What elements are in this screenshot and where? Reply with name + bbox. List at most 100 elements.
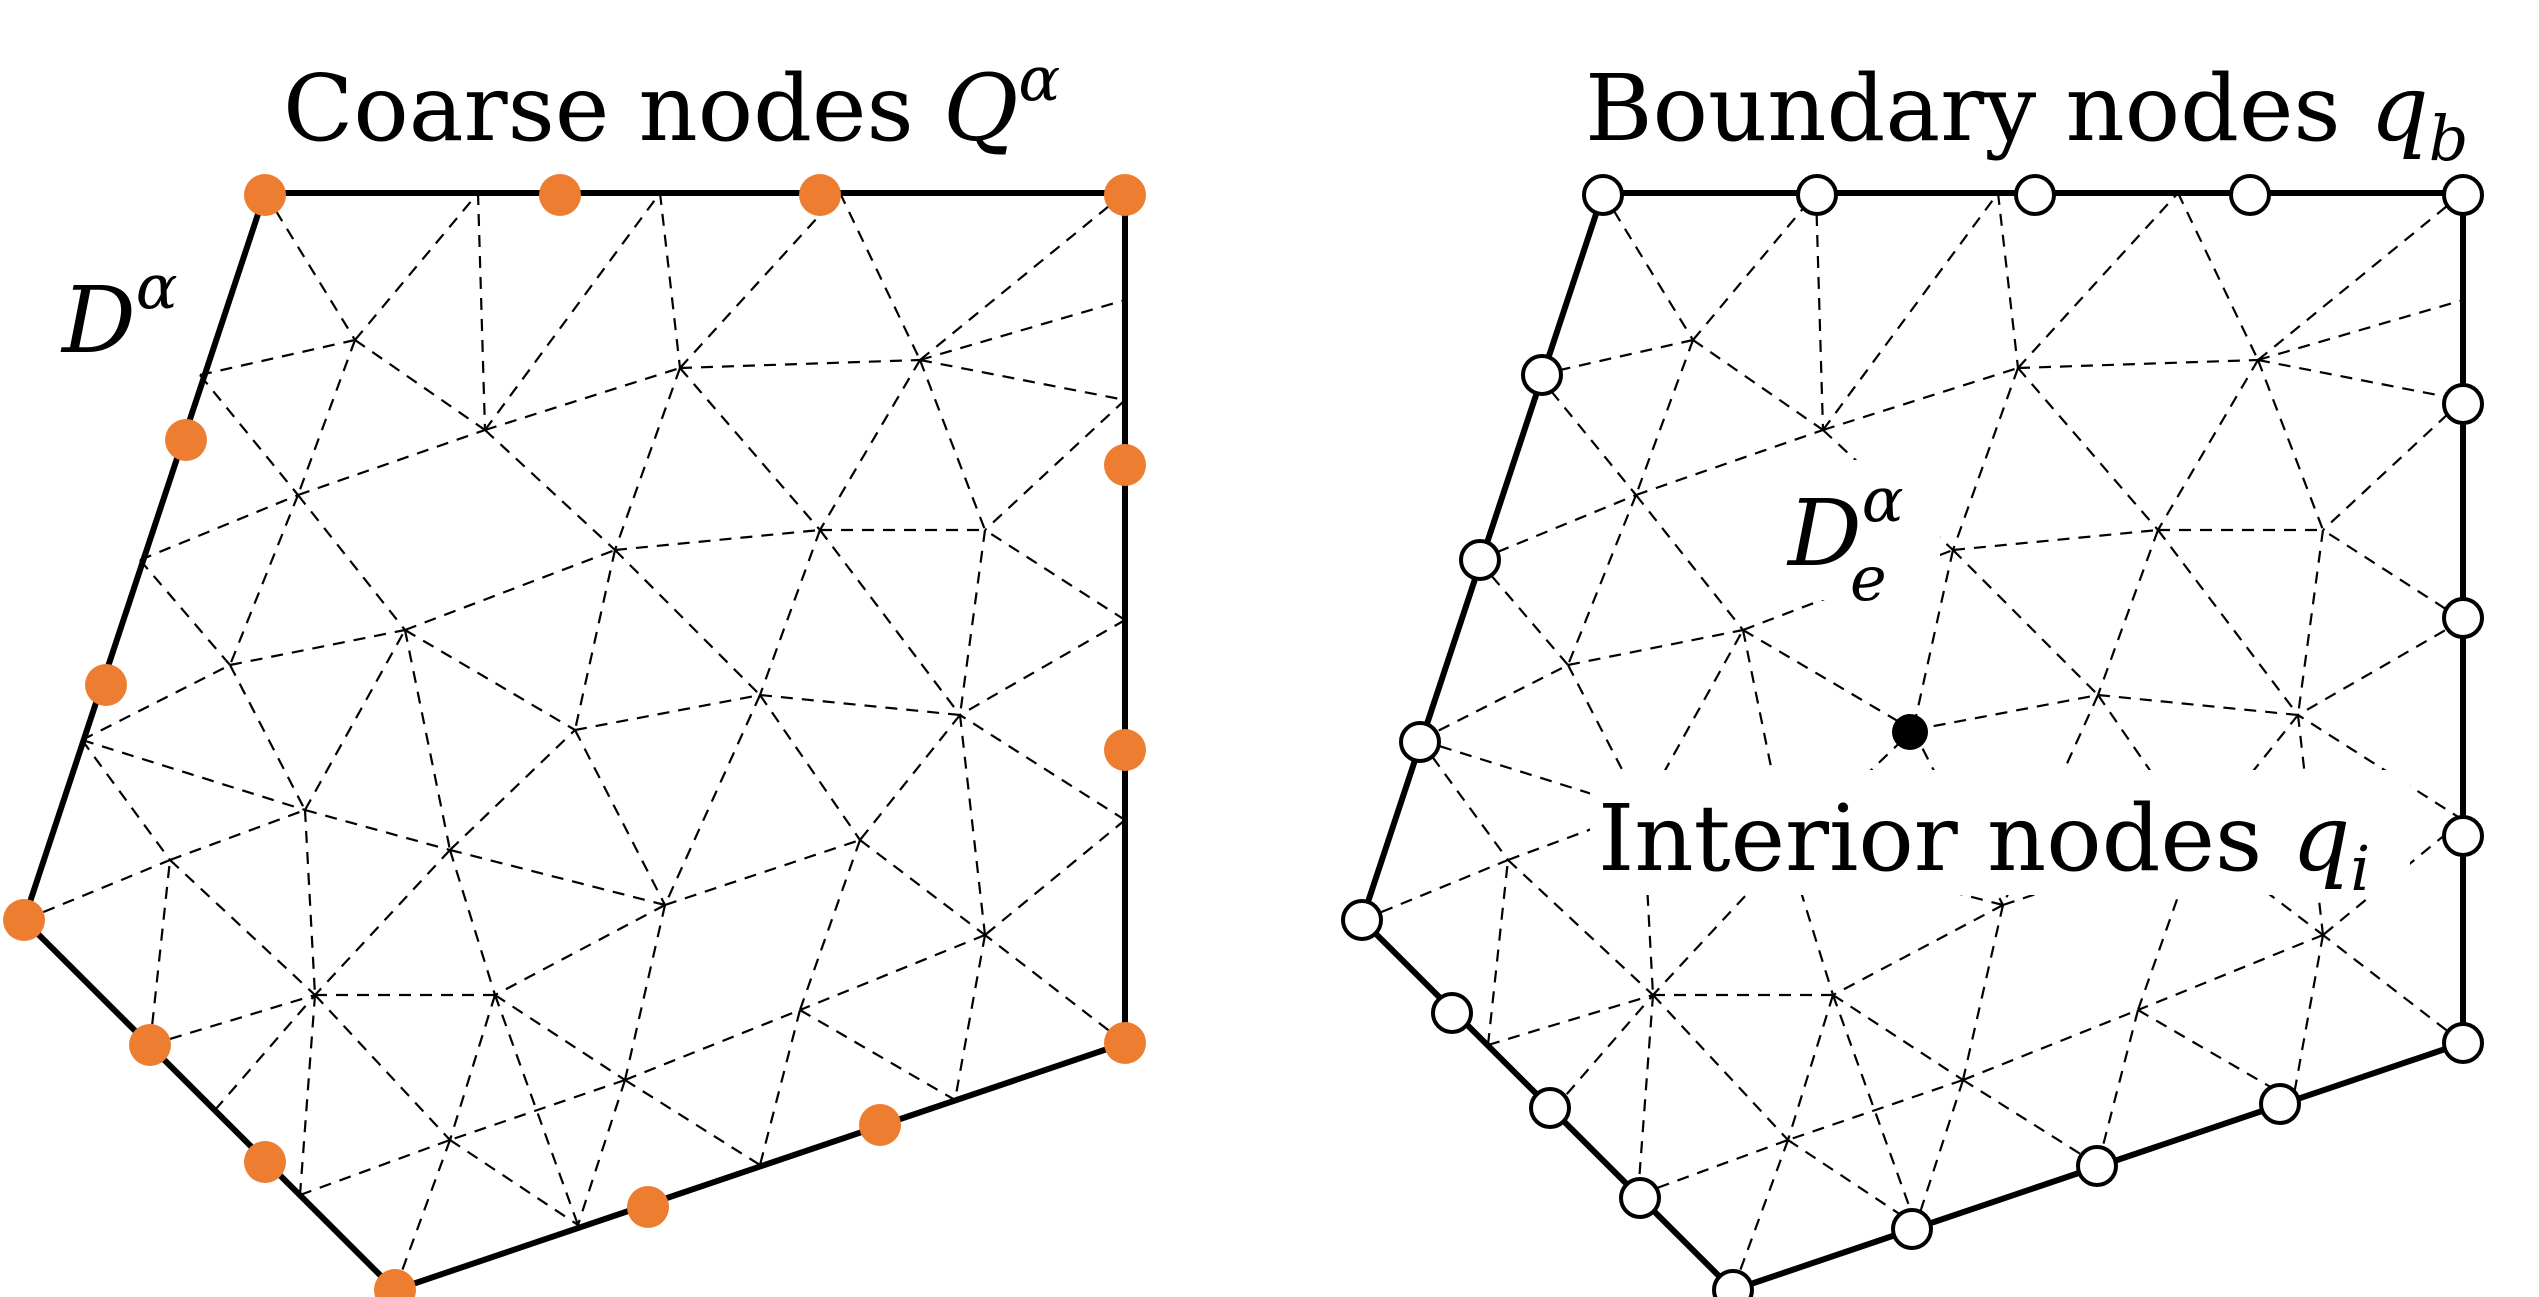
- boundary-node: [1891, 1208, 1933, 1250]
- mesh-edge: [1731, 1139, 1790, 1291]
- mesh-edge: [2096, 1009, 2140, 1166]
- interior-label: Interior nodes qi: [1598, 785, 2370, 905]
- mesh-edge: [1419, 664, 1569, 741]
- boundary-node: [2014, 174, 2056, 216]
- mesh-edge: [918, 359, 987, 531]
- mesh-edge: [228, 494, 300, 666]
- mesh-edge: [799, 933, 986, 1012]
- interior-node-marker: [1892, 714, 1928, 750]
- mesh-edge: [2257, 298, 2464, 362]
- mesh-edge: [1814, 192, 1825, 431]
- mesh-edge: [449, 848, 666, 907]
- mesh-edge: [1537, 338, 1694, 377]
- left-panel-coarse-nodes: Coarse nodes Qα Dα: [3, 42, 1146, 1297]
- mesh-edge: [2097, 693, 2299, 717]
- mesh-edge: [81, 739, 171, 861]
- mesh-edge: [1487, 993, 1654, 1047]
- mesh-edge: [759, 694, 861, 841]
- mesh-edge: [81, 664, 231, 741]
- mesh-edge: [1786, 994, 1835, 1141]
- mesh-edge: [679, 192, 841, 369]
- mesh-edge: [1635, 428, 1824, 497]
- left-title-symbol: Q: [943, 55, 1018, 162]
- mesh-edge: [304, 629, 406, 811]
- mesh-edge: [303, 809, 317, 996]
- mesh-edge: [1962, 1008, 2139, 1082]
- mesh-edge: [664, 838, 861, 907]
- boundary-node: [1341, 899, 1383, 941]
- boundary-node: [1619, 1177, 1661, 1219]
- mesh-edge: [574, 693, 761, 732]
- mesh-edge: [476, 192, 487, 431]
- mesh-edge: [484, 366, 681, 432]
- boundary-node: [2076, 1145, 2118, 1187]
- mesh-edge: [199, 374, 299, 496]
- mesh-edge: [1552, 994, 1654, 1111]
- element-label-backdrop: [1780, 460, 1940, 600]
- mesh-edge: [859, 839, 986, 936]
- mesh-edge: [758, 1009, 802, 1166]
- mesh-edge: [663, 694, 762, 906]
- mesh-edge: [2257, 358, 2464, 402]
- mesh-edge: [264, 192, 356, 341]
- coarse-node: [539, 174, 581, 216]
- coarse-node: [374, 1269, 416, 1297]
- mesh-edge: [859, 714, 961, 841]
- coarse-node: [859, 1104, 901, 1146]
- mesh-edge: [1912, 729, 2004, 906]
- mesh-edge: [1419, 739, 1509, 861]
- element-label: Dα: [1786, 463, 1904, 587]
- mesh-edge: [1952, 528, 2159, 552]
- element-superscript: α: [1862, 463, 1904, 536]
- mesh-edge: [919, 192, 1126, 361]
- left-panel-title: Coarse nodes Qα: [283, 42, 1060, 162]
- mesh-edge: [449, 729, 576, 851]
- mesh-edge: [1914, 1079, 1965, 1226]
- boundary-node: [2229, 174, 2271, 216]
- mesh-edge: [984, 529, 1126, 621]
- left-fine-mesh: [23, 192, 1126, 1291]
- boundary-node: [2442, 597, 2484, 639]
- mesh-edge: [958, 529, 987, 716]
- mesh-edge: [448, 849, 497, 996]
- mesh-edge: [1692, 192, 1817, 341]
- mesh-edge: [798, 839, 862, 1011]
- mesh-edge: [1635, 494, 1744, 631]
- mesh-edge: [1634, 339, 1695, 496]
- mesh-edge: [2296, 529, 2325, 716]
- mesh-edge: [214, 994, 316, 1111]
- mesh-edge: [304, 808, 451, 852]
- mesh-edge: [2297, 714, 2464, 821]
- mesh-edge: [819, 359, 921, 531]
- domain-superscript: α: [136, 250, 178, 323]
- mesh-edge: [1537, 374, 1637, 496]
- mesh-edge: [959, 714, 1126, 821]
- interior-label-backdrop: [1590, 770, 2410, 895]
- mesh-edge: [23, 858, 171, 922]
- mesh-edge: [229, 628, 406, 667]
- mesh-edge: [1996, 192, 2020, 369]
- mesh-edge: [449, 1078, 626, 1142]
- coarse-node: [129, 1024, 171, 1066]
- mesh-edge: [1602, 192, 1694, 341]
- boundary-node: [2259, 1083, 2301, 1125]
- mesh-edge: [959, 619, 1126, 716]
- coarse-node: [1104, 729, 1146, 771]
- mesh-edge: [2256, 359, 2325, 531]
- mesh-edge: [449, 1139, 579, 1226]
- mesh-edge: [1912, 693, 2099, 732]
- mesh-edge: [494, 994, 626, 1081]
- mesh-edge: [819, 529, 961, 716]
- mesh-edge: [169, 859, 316, 996]
- mesh-edge: [403, 629, 452, 851]
- coarse-node: [1104, 444, 1146, 486]
- mesh-edge: [953, 934, 987, 1101]
- mesh-edge: [2137, 1009, 2294, 1101]
- mesh-edge: [169, 808, 306, 862]
- coarse-node: [244, 174, 286, 216]
- mesh-edge: [679, 358, 921, 370]
- mesh-edge: [354, 192, 479, 341]
- mesh-edge: [1952, 549, 2099, 696]
- mesh-edge: [1787, 1139, 1917, 1226]
- mesh-edge: [81, 738, 306, 812]
